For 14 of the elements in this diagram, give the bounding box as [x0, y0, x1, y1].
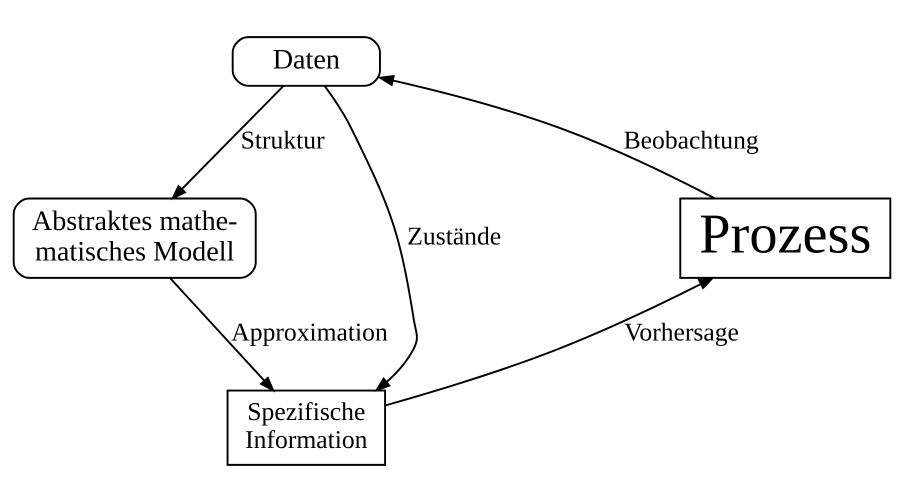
node-box: Prozess — [679, 197, 892, 278]
node-box: Daten — [232, 36, 381, 86]
edge-label: Vorhersage — [624, 317, 739, 346]
edge-label: Zustände — [407, 221, 502, 250]
edge-label: Approximation — [231, 317, 388, 346]
arrow — [377, 74, 716, 199]
arrow — [385, 276, 716, 406]
node-box: Abstraktes mathe- matisches Modell — [12, 197, 257, 278]
arrow — [324, 84, 418, 392]
edge-label: Beobachtung — [624, 125, 759, 154]
arrow — [170, 84, 284, 200]
edge-label: Struktur — [240, 125, 325, 154]
arrow — [170, 277, 276, 392]
node-box: Spezifische Information — [226, 389, 386, 466]
